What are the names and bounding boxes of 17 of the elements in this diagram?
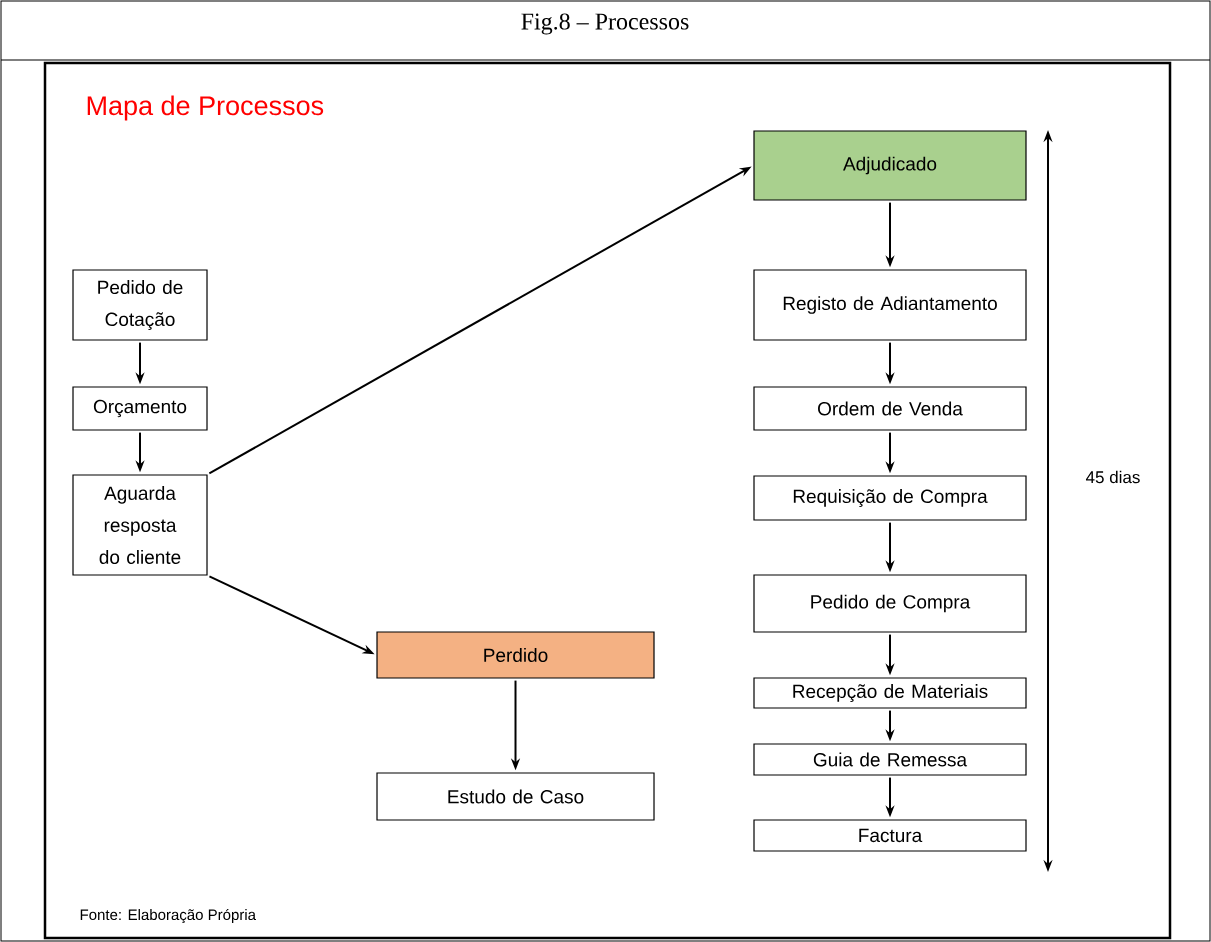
source-note: Fonte: Elaboração Própria: [80, 908, 256, 924]
figure-title: Fig.8 – Processos: [521, 13, 689, 35]
process-box: Registo de Adiantamento: [753, 269, 1027, 341]
map-title: Mapa de Processos: [87, 95, 324, 121]
process-box: Pedido de Compra: [753, 574, 1027, 633]
duration-label: 45 dias: [1086, 470, 1140, 484]
process-box: Ordem de Venda: [753, 386, 1027, 431]
process-box: Recepção de Materiais: [753, 677, 1027, 709]
status-box: Adjudicado: [753, 130, 1027, 201]
status-box: Perdido: [376, 631, 655, 679]
process-box: Estudo de Caso: [376, 772, 655, 821]
process-box: Pedido de Cotação: [72, 269, 208, 341]
process-box: Aguarda resposta do cliente: [72, 474, 208, 576]
process-box: Orçamento: [72, 386, 208, 431]
process-box: Requisição de Compra: [753, 475, 1027, 521]
process-box: Factura: [753, 819, 1027, 852]
process-box: Guia de Remessa: [753, 743, 1027, 776]
